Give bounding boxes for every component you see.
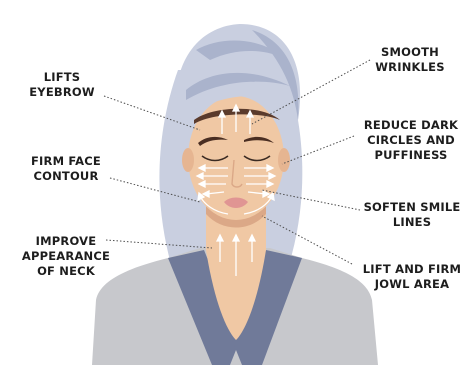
- label-lift-jowl: LIFT AND FIRM JOWL AREA: [355, 262, 469, 292]
- label-line: APPEARANCE: [16, 249, 116, 264]
- label-line: OF NECK: [16, 264, 116, 279]
- label-line: SMOOTH: [360, 45, 460, 60]
- label-line: LINES: [355, 215, 469, 230]
- label-line: WRINKLES: [360, 60, 460, 75]
- label-line: JOWL AREA: [355, 277, 469, 292]
- label-reduce-dark-circles: REDUCE DARK CIRCLES AND PUFFINESS: [353, 118, 469, 163]
- label-line: REDUCE DARK: [353, 118, 469, 133]
- label-line: CONTOUR: [18, 169, 114, 184]
- label-line: LIFT AND FIRM: [355, 262, 469, 277]
- label-line: EYEBROW: [22, 85, 102, 100]
- label-smooth-wrinkles: SMOOTH WRINKLES: [360, 45, 460, 75]
- label-soften-smile-lines: SOFTEN SMILE LINES: [355, 200, 469, 230]
- label-line: FIRM FACE: [18, 154, 114, 169]
- label-firm-face-contour: FIRM FACE CONTOUR: [18, 154, 114, 184]
- label-line: SOFTEN SMILE: [355, 200, 469, 215]
- label-improve-neck: IMPROVE APPEARANCE OF NECK: [16, 234, 116, 279]
- label-line: LIFTS: [22, 70, 102, 85]
- label-line: IMPROVE: [16, 234, 116, 249]
- label-lifts-eyebrow: LIFTS EYEBROW: [22, 70, 102, 100]
- label-line: PUFFINESS: [353, 148, 469, 163]
- label-line: CIRCLES AND: [353, 133, 469, 148]
